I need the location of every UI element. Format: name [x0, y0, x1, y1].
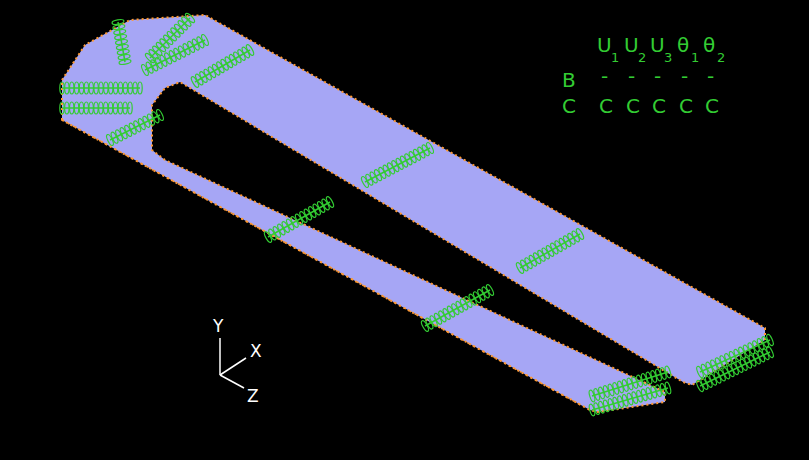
dof-symbol: U	[624, 35, 639, 55]
dof-symbol: θ	[703, 35, 715, 55]
dof-flag: -	[681, 66, 688, 86]
dof-index: 2	[717, 51, 725, 64]
dof-index: 2	[638, 51, 646, 64]
dof-flag: C	[679, 96, 693, 116]
dof-symbol: U	[597, 35, 612, 55]
axis-label: Y	[213, 318, 223, 335]
dof-flag: C	[599, 96, 613, 116]
dof-symbol: θ	[677, 35, 689, 55]
edge-nodes	[62, 120, 590, 410]
dof-flag: C	[626, 96, 640, 116]
dof-flag: -	[628, 66, 635, 86]
dof-symbol: U	[650, 35, 665, 55]
plate-shell	[62, 15, 765, 412]
dof-flag: -	[654, 66, 661, 86]
axis-label: Z	[247, 388, 259, 405]
dof-index: 1	[691, 51, 699, 64]
row-label: B	[562, 70, 576, 90]
dof-index: 3	[664, 51, 672, 64]
dof-flag: C	[652, 96, 666, 116]
spring-supports	[60, 12, 775, 416]
dof-flag: -	[707, 66, 714, 86]
dof-flag: C	[705, 96, 719, 116]
axis-triad	[220, 338, 246, 388]
dof-index: 1	[611, 51, 619, 64]
axis-label: X	[250, 343, 262, 360]
row-label: C	[562, 96, 576, 116]
dof-flag: -	[601, 66, 608, 86]
